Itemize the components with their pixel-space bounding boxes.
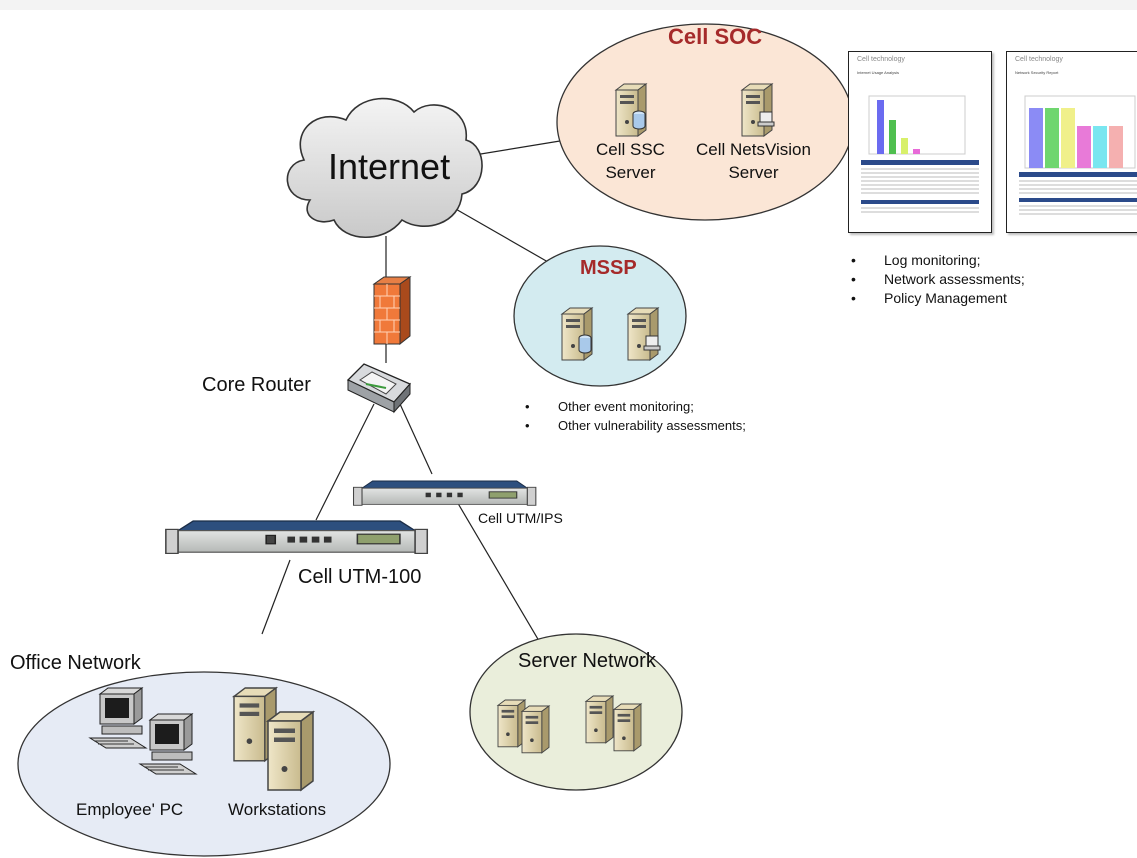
core-router-label: Core Router [202,374,311,396]
core-router-icon [346,363,412,414]
cell-ssc-server-label: Cell SSC Server [596,140,665,182]
report-brand-suffix: technology [871,56,905,63]
server-network-label: Server Network [518,650,656,672]
cell-utm-100-device-icon [165,520,429,555]
workstations-label: Workstations [228,800,326,819]
soc-service-item: Network assessments; [846,270,1025,289]
cell-netsvision-server-label: Cell NetsVision Server [696,140,811,182]
mssp-monitoring-server-icon [627,307,661,361]
mssp-service-item: Other vulnerability assessments; [520,416,746,435]
internet-usage-report-thumbnail: Cell technology Internet Usage Analysis [848,51,992,233]
report-brand: Cell [1015,56,1028,63]
mssp-service-item: Other event monitoring; [520,397,746,416]
report-brand: Cell [857,56,870,63]
soc-service-item: Policy Management [846,289,1025,308]
cell-utm-ips-device-icon [352,480,537,506]
mssp-title: MSSP [580,257,637,279]
soc-services-list: Log monitoring; Network assessments; Pol… [846,251,1025,308]
mssp-storage-server-icon [561,307,593,361]
cell-utm-100-label: Cell UTM-100 [298,566,422,588]
employee-pc-label: Employee' PC [76,800,184,819]
internet-cloud-icon [286,97,483,239]
office-network-ellipse [17,671,391,857]
report-chart [861,95,979,213]
cell-utm-ips-label: Cell UTM/IPS [478,510,563,526]
soc-service-item: Log monitoring; [846,251,1025,270]
connection-lines [261,139,567,647]
office-network-label: Office Network [10,652,141,674]
report-title: Network Security Report [1015,70,1059,75]
top-strip [0,0,1137,10]
internet-label: Internet [328,146,451,187]
mssp-services-list: Other event monitoring; Other vulnerabil… [520,397,746,435]
cell-soc-title: Cell SOC [668,24,763,49]
cell-netsvision-server-icon [741,83,775,137]
network-security-report-thumbnail: Cell technology Network Security Report [1006,51,1137,233]
cell-soc-ellipse [556,23,854,221]
firewall-icon [372,276,412,346]
cell-ssc-server-icon [615,83,647,137]
report-title: Internet Usage Analysis [857,70,900,75]
report-brand-suffix: technology [1029,56,1063,63]
report-chart [1019,95,1137,215]
